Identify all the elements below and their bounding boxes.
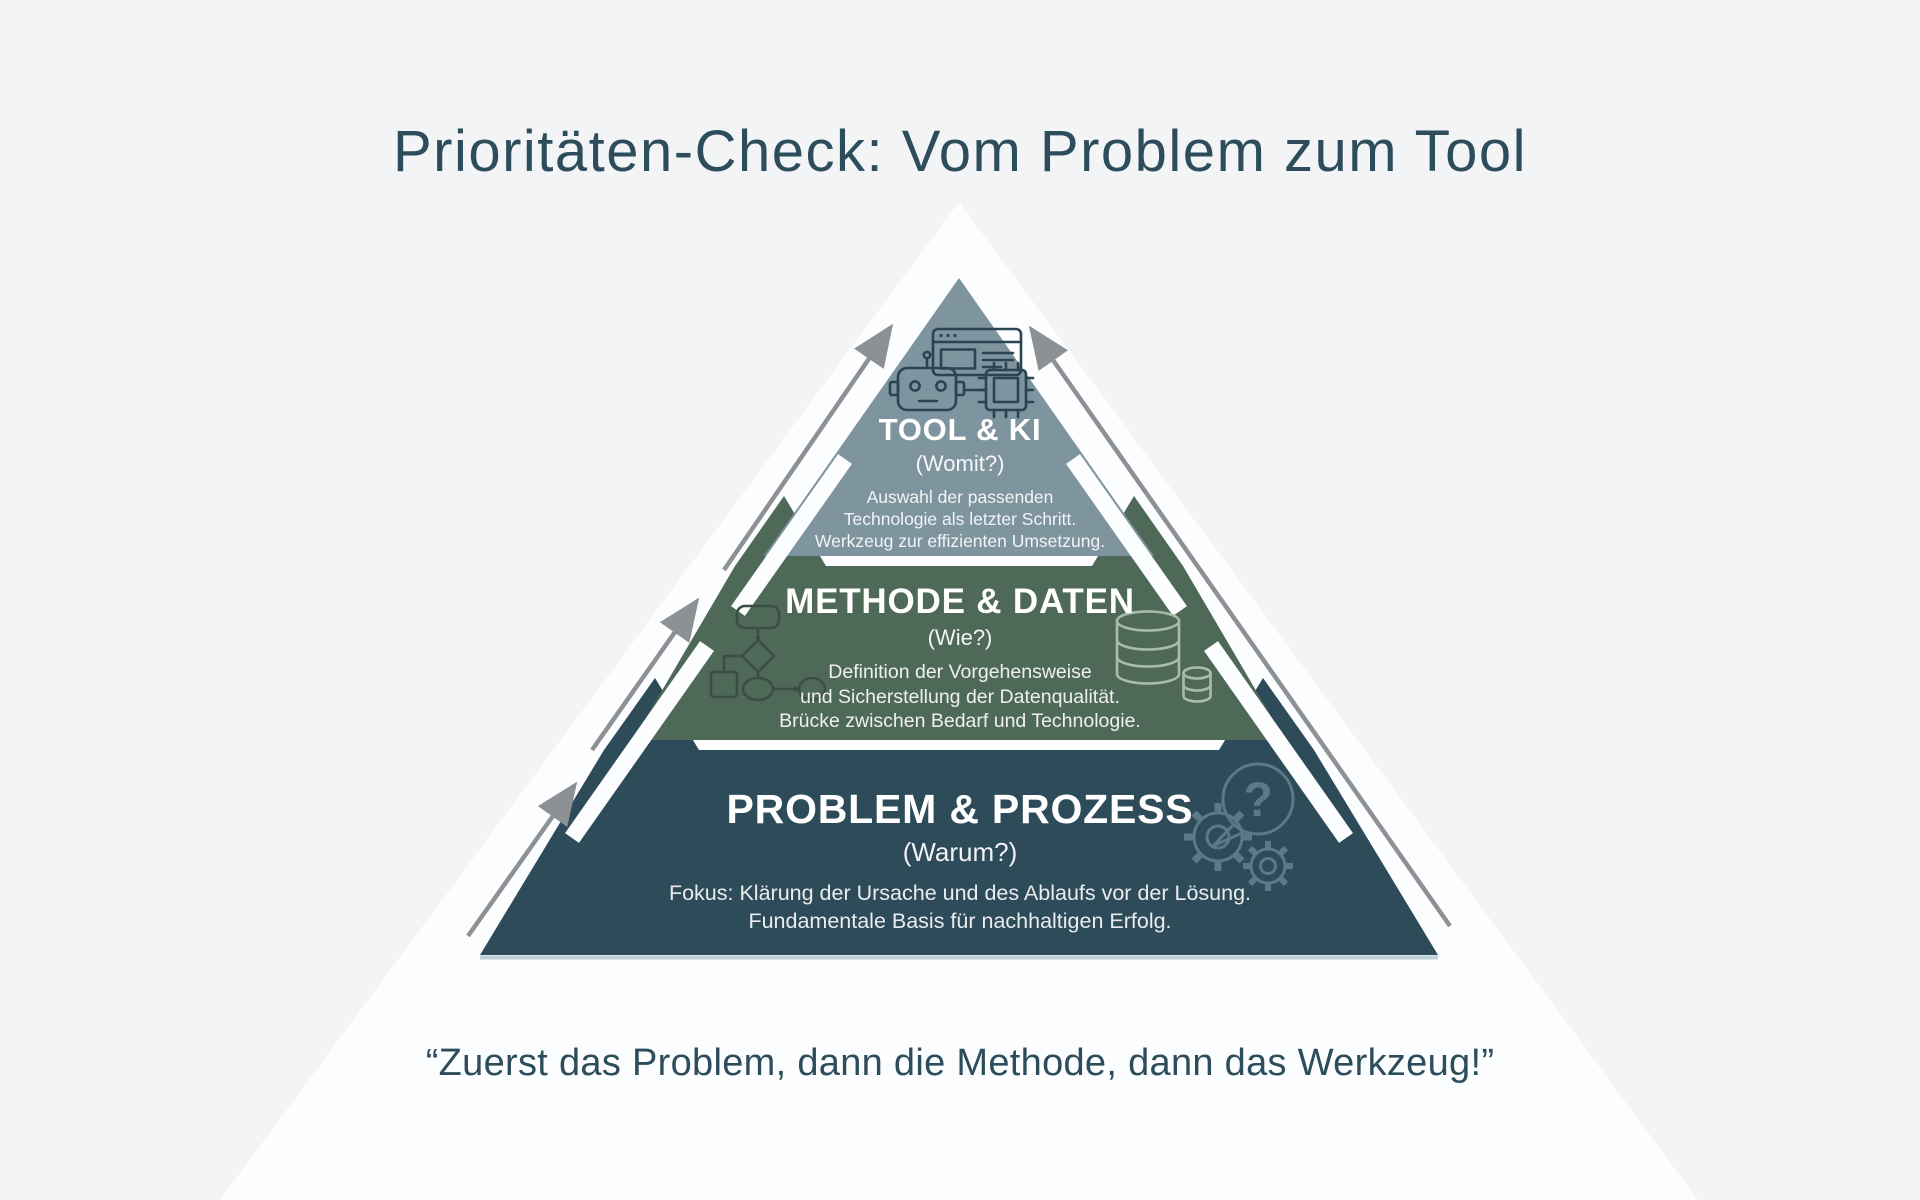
right-arrow — [1028, 325, 1452, 928]
description-line: Werkzeug zur effizienten Umsetzung. — [814, 531, 1106, 552]
description-line: Definition der Vorgehensweise — [828, 661, 1092, 683]
level-tool-ki-text: TOOL & KI (Womit?) Auswahl der passenden… — [730, 412, 1190, 553]
level-separator-slashes — [565, 454, 1353, 843]
database-icon — [1115, 610, 1212, 703]
level-heading: TOOL & KI — [878, 412, 1042, 447]
problem-icon-cluster: ? — [1184, 762, 1295, 891]
robot-icon — [888, 350, 966, 412]
description-line: Technologie als letzter Schritt. — [843, 509, 1077, 530]
cpu-chip-icon — [977, 361, 1035, 419]
level-description: Fokus: Klärung der Ursache und des Ablau… — [580, 880, 1340, 936]
page-title: Prioritäten-Check: Vom Problem zum Tool — [392, 119, 1528, 184]
description-line: Brücke zwischen Bedarf und Technologie. — [779, 710, 1141, 733]
level-problem-prozess-text: PROBLEM & PROZESS (Warum?) Fokus: Klärun… — [580, 786, 1340, 936]
description-line: Fundamentale Basis für nachhaltigen Erfo… — [748, 908, 1172, 933]
question-mark-glyph: ? — [1243, 774, 1272, 827]
pyramid-level-tool-shape — [764, 278, 1154, 556]
level-methode-daten-text: METHODE & DATEN (Wie?) Definition der Vo… — [680, 582, 1240, 734]
level-question: (Wie?) — [927, 625, 993, 650]
tool-ki-icon-cluster — [888, 327, 1035, 419]
pyramid-level-problem-shape — [480, 678, 1438, 955]
left-arrow-middle — [590, 597, 700, 752]
left-arrow-top — [722, 323, 894, 572]
level-description: Definition der Vorgehensweise und Sicher… — [680, 660, 1240, 734]
level-question: (Warum?) — [902, 837, 1018, 867]
level-heading: METHODE & DATEN — [785, 582, 1135, 621]
left-arrow-bottom — [466, 781, 578, 938]
flowchart-icon — [709, 604, 827, 702]
browser-window-icon — [931, 327, 1023, 377]
description-line: Fokus: Klärung der Ursache und des Ablau… — [668, 881, 1252, 905]
description-line: Auswahl der passenden — [866, 487, 1054, 507]
level-heading: PROBLEM & PROZESS — [726, 786, 1194, 832]
gears-icon — [1184, 803, 1293, 891]
level-description: Auswahl der passenden Technologie als le… — [730, 486, 1190, 553]
level-question: (Womit?) — [915, 451, 1005, 476]
description-line: und Sicherstellung der Datenqualität. — [800, 685, 1120, 708]
ascending-arrows — [466, 323, 1452, 938]
slide-quote: “Zuerst das Problem, dann die Methode, d… — [425, 1042, 1495, 1084]
